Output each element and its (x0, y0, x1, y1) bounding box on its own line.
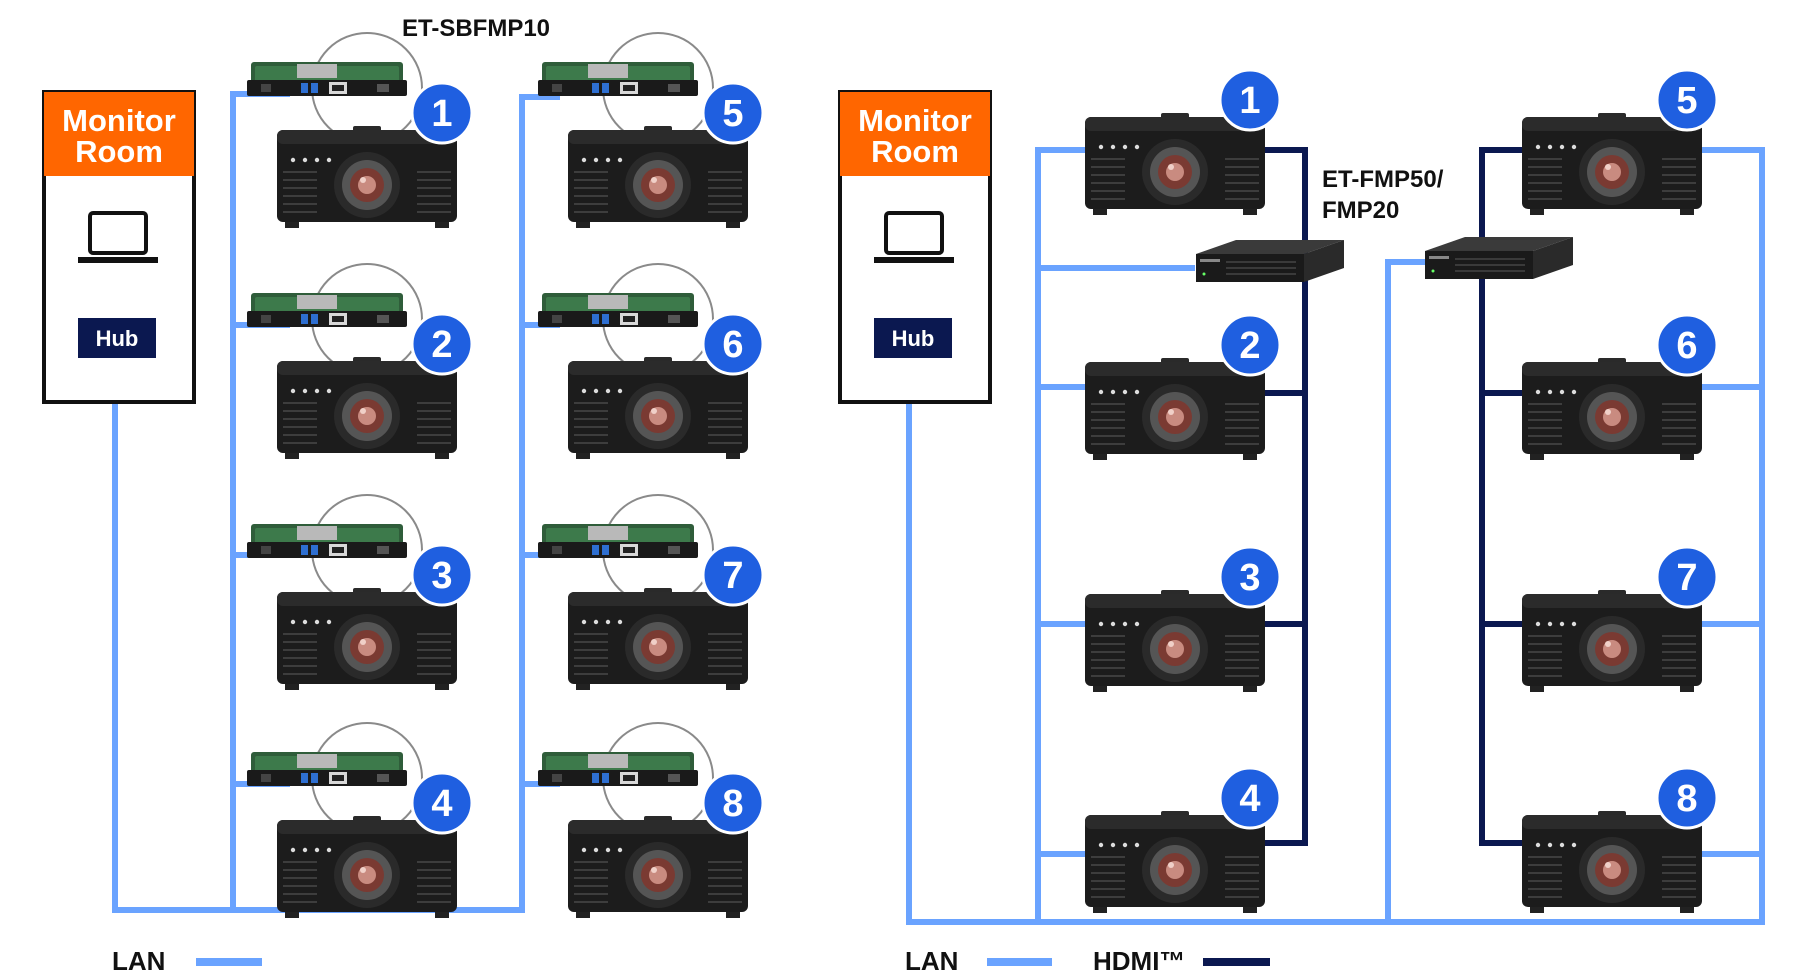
projector-6: 6 (538, 263, 765, 460)
projector-number-badge: 6 (701, 312, 765, 376)
hub-label: Hub (96, 326, 139, 351)
function-board-icon (538, 293, 698, 327)
projector-number-badge: 3 (410, 543, 474, 607)
right-diagram: Monitor Room Hub ET-FMP50/ FMP20 1 2 3 4 5 6 7… (838, 68, 1765, 925)
legend-left: LAN (112, 946, 262, 976)
projector-number: 2 (1239, 325, 1260, 367)
projector-number-badge: 4 (1218, 766, 1282, 830)
function-board-icon (247, 752, 407, 786)
projector-number-badge: 4 (410, 771, 474, 835)
projector-number: 8 (1676, 778, 1697, 820)
media-processor-label: ET-FMP50/ (1322, 166, 1444, 193)
laptop-icon (874, 211, 954, 263)
projector-number-badge: 6 (1655, 313, 1719, 377)
projector-3: 3 (247, 494, 474, 691)
projector-number: 7 (1676, 557, 1697, 599)
hub-box (78, 318, 156, 358)
projector-number: 2 (431, 324, 452, 366)
monitor-room-left: Monitor Room Hub (42, 90, 196, 404)
projector-number: 7 (722, 555, 743, 597)
projector-2: 2 (247, 263, 474, 460)
legend-right: LAN HDMI™ (905, 946, 1270, 976)
projector-number: 6 (722, 324, 743, 366)
projector-number: 5 (1676, 80, 1697, 122)
projector-7: 7 (1521, 545, 1719, 693)
legend-lan-label: LAN (112, 946, 165, 976)
projector-number-badge: 7 (701, 543, 765, 607)
projector-4: 4 (1084, 766, 1282, 914)
projector-3: 3 (1084, 545, 1282, 693)
projector-number: 1 (1239, 80, 1260, 122)
projector-number: 3 (1239, 557, 1260, 599)
function-board-label: ET-SBFMP10 (402, 15, 550, 42)
projector-5: 5 (538, 32, 765, 229)
media-processor-icon (1195, 239, 1345, 283)
projector-number-badge: 8 (1655, 766, 1719, 830)
projector-number-badge: 5 (1655, 68, 1719, 132)
projector-number: 4 (1239, 778, 1260, 820)
projector-number: 5 (722, 93, 743, 135)
projector-8: 8 (1521, 766, 1719, 914)
projector-number-badge: 2 (410, 312, 474, 376)
laptop-icon (78, 211, 158, 263)
left-diagram: Monitor Room Hub ET-SBFMP10 1 2 3 4 5 6 7 8 (42, 15, 765, 919)
projector-number-badge: 2 (1218, 313, 1282, 377)
projector-number: 3 (431, 555, 452, 597)
media-processor-icon (1424, 236, 1574, 280)
legend-hdmi-label: HDMI™ (1093, 946, 1185, 976)
projector-7: 7 (538, 494, 765, 691)
projector-1: 1 (247, 32, 474, 229)
function-board-icon (247, 524, 407, 558)
right-lan-cabling (906, 147, 1765, 925)
monitor-room-title: Room (75, 134, 163, 169)
hub-label: Hub (892, 326, 935, 351)
legend-lan-label: LAN (905, 946, 958, 976)
function-board-icon (247, 62, 407, 96)
function-board-icon (538, 524, 698, 558)
projector-1: 1 (1084, 68, 1282, 216)
projector-number: 8 (722, 783, 743, 825)
projector-number-badge: 5 (701, 81, 765, 145)
projector-2: 2 (1084, 313, 1282, 461)
projector-number-badge: 8 (701, 771, 765, 835)
monitor-room-title: Room (871, 134, 959, 169)
projector-8: 8 (538, 722, 765, 919)
function-board-icon (247, 293, 407, 327)
projector-number-badge: 3 (1218, 545, 1282, 609)
projector-number: 6 (1676, 325, 1697, 367)
hub-box (874, 318, 952, 358)
projector-6: 6 (1521, 313, 1719, 461)
hdmi-cabling (1262, 147, 1526, 846)
projector-5: 5 (1521, 68, 1719, 216)
projector-number-badge: 1 (1218, 68, 1282, 132)
function-board-icon (538, 752, 698, 786)
monitor-room-title: Monitor (858, 103, 972, 138)
media-processor-label: FMP20 (1322, 197, 1399, 224)
projector-number-badge: 7 (1655, 545, 1719, 609)
monitor-room-right: Monitor Room Hub (838, 90, 992, 404)
monitor-room-title: Monitor (62, 103, 176, 138)
projector-4: 4 (247, 722, 474, 919)
projector-number: 4 (431, 783, 452, 825)
projector-number: 1 (431, 93, 452, 135)
projector-number-badge: 1 (410, 81, 474, 145)
function-board-icon (538, 62, 698, 96)
